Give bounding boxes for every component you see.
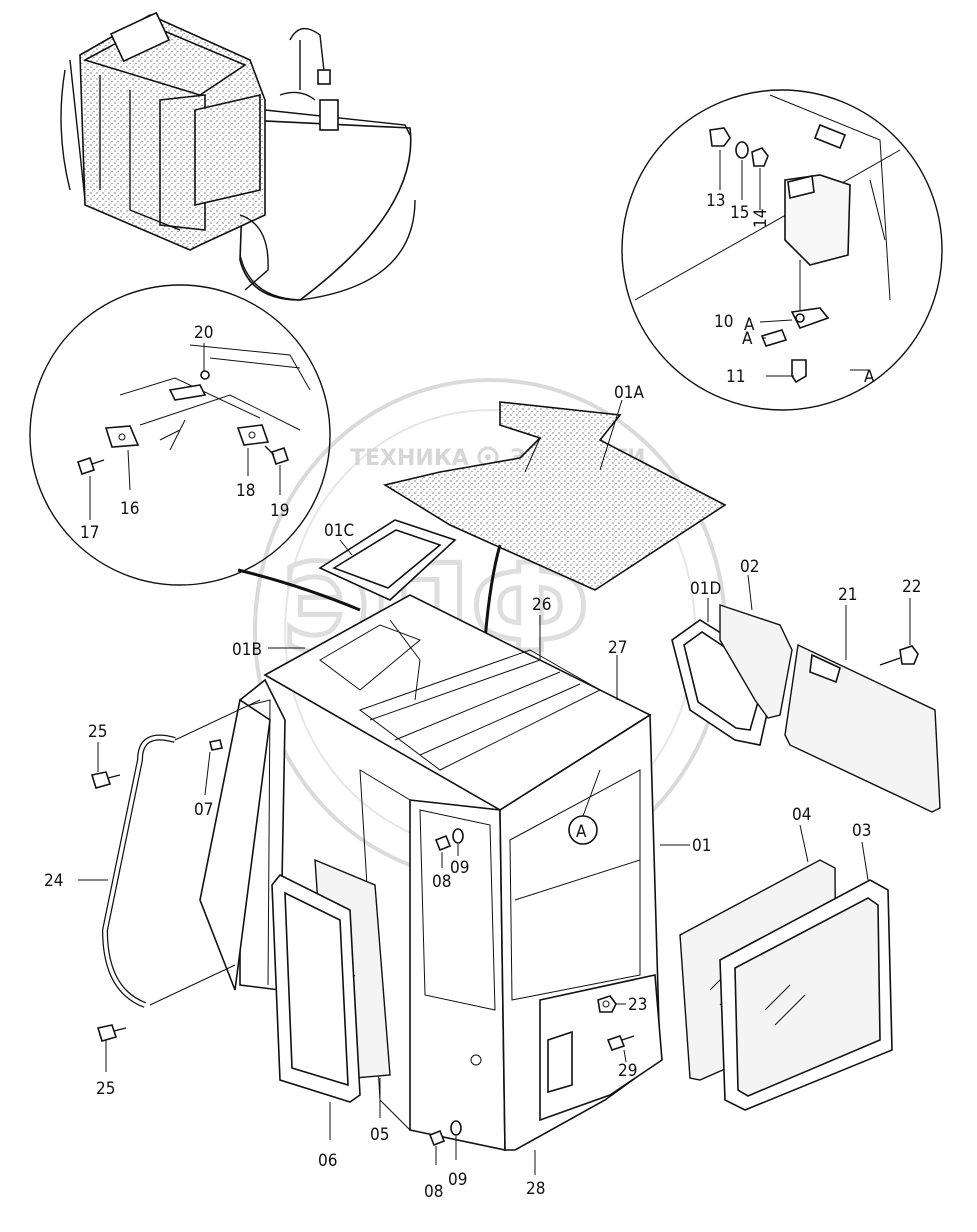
callout-a-cab: A	[576, 822, 587, 842]
callout-26: 26	[532, 595, 551, 615]
plate-16	[104, 425, 140, 448]
callout-27: 27	[608, 638, 627, 658]
cab-overview-icon	[60, 11, 416, 301]
callout-04: 04	[792, 805, 811, 825]
callout-13: 13	[706, 191, 725, 211]
watermark-text-left: ТЕХНИКА	[350, 446, 469, 471]
callout-01c: 01C	[324, 521, 354, 541]
bracket-icon	[168, 370, 210, 401]
callout-18: 18	[236, 481, 255, 501]
callout-20: 20	[194, 323, 213, 343]
callout-21: 21	[838, 585, 857, 605]
callout-25-top: 25	[88, 722, 107, 742]
seal-frame-icon: 01D	[671, 579, 771, 746]
bolt-icon	[264, 445, 290, 466]
bolt-icon	[606, 1035, 635, 1051]
bolt-icon	[791, 359, 807, 384]
callout-17: 17	[80, 523, 99, 543]
callout-29: 29	[618, 1061, 637, 1081]
washer-icon	[450, 1120, 462, 1136]
detail-circle-a: 13 15 14 10 A A 11 A	[621, 89, 943, 411]
washer-icon	[452, 828, 464, 844]
seal-frame-icon: 03	[719, 821, 893, 1111]
callout-08-upper: 08	[432, 872, 451, 892]
callout-05: 05	[370, 1125, 389, 1145]
callout-a-detail-3: A	[864, 367, 875, 387]
callout-06: 06	[318, 1151, 337, 1171]
nut-icon	[751, 147, 769, 167]
bolt-icon	[209, 739, 223, 751]
callout-01: 01	[692, 836, 711, 856]
bolt-icon	[96, 1024, 127, 1042]
callout-23: 23	[628, 995, 647, 1015]
callout-16: 16	[120, 499, 139, 519]
bolt-icon	[90, 771, 121, 789]
callout-02: 02	[740, 557, 759, 577]
glass-panel-icon: 21	[784, 585, 941, 813]
callout-01a: 01A	[614, 383, 644, 403]
callout-19: 19	[270, 501, 289, 521]
callout-03: 03	[852, 821, 871, 841]
callout-28: 28	[526, 1179, 545, 1199]
bolt-icon	[709, 127, 731, 147]
callout-10: 10	[714, 312, 733, 332]
callout-15: 15	[730, 203, 749, 223]
nut-icon	[597, 995, 617, 1013]
handrail-icon: 24	[44, 699, 261, 1008]
callout-22: 22	[902, 577, 921, 597]
callout-08-lower: 08	[424, 1182, 443, 1202]
callout-07: 07	[194, 800, 213, 820]
glass-panel-icon: 02	[719, 557, 793, 719]
callout-01b: 01B	[232, 640, 262, 660]
washer-icon	[735, 141, 749, 159]
callout-25-bottom: 25	[96, 1079, 115, 1099]
callout-a-detail-2: A	[744, 315, 755, 335]
roof-edge-line	[237, 568, 361, 612]
callout-09-upper: 09	[450, 858, 469, 878]
bolt-icon	[428, 1129, 446, 1147]
plate-18	[236, 424, 270, 446]
callout-09-lower: 09	[448, 1170, 467, 1190]
roof-liner-01a: 01A	[382, 383, 727, 591]
bolt-icon	[76, 456, 105, 476]
callout-11: 11	[726, 367, 745, 387]
bolt-icon	[434, 834, 452, 852]
detail-circle-left: 20 16 17 18 19	[29, 284, 331, 586]
seal-frame-icon: 01C	[318, 519, 457, 601]
callout-a-detail-1: A	[742, 329, 753, 349]
callout-01d: 01D	[690, 579, 721, 599]
seal-frame-icon: 06	[271, 873, 361, 1171]
callout-14: 14	[751, 209, 771, 228]
callout-24: 24	[44, 871, 63, 891]
bolt-icon	[879, 645, 919, 666]
